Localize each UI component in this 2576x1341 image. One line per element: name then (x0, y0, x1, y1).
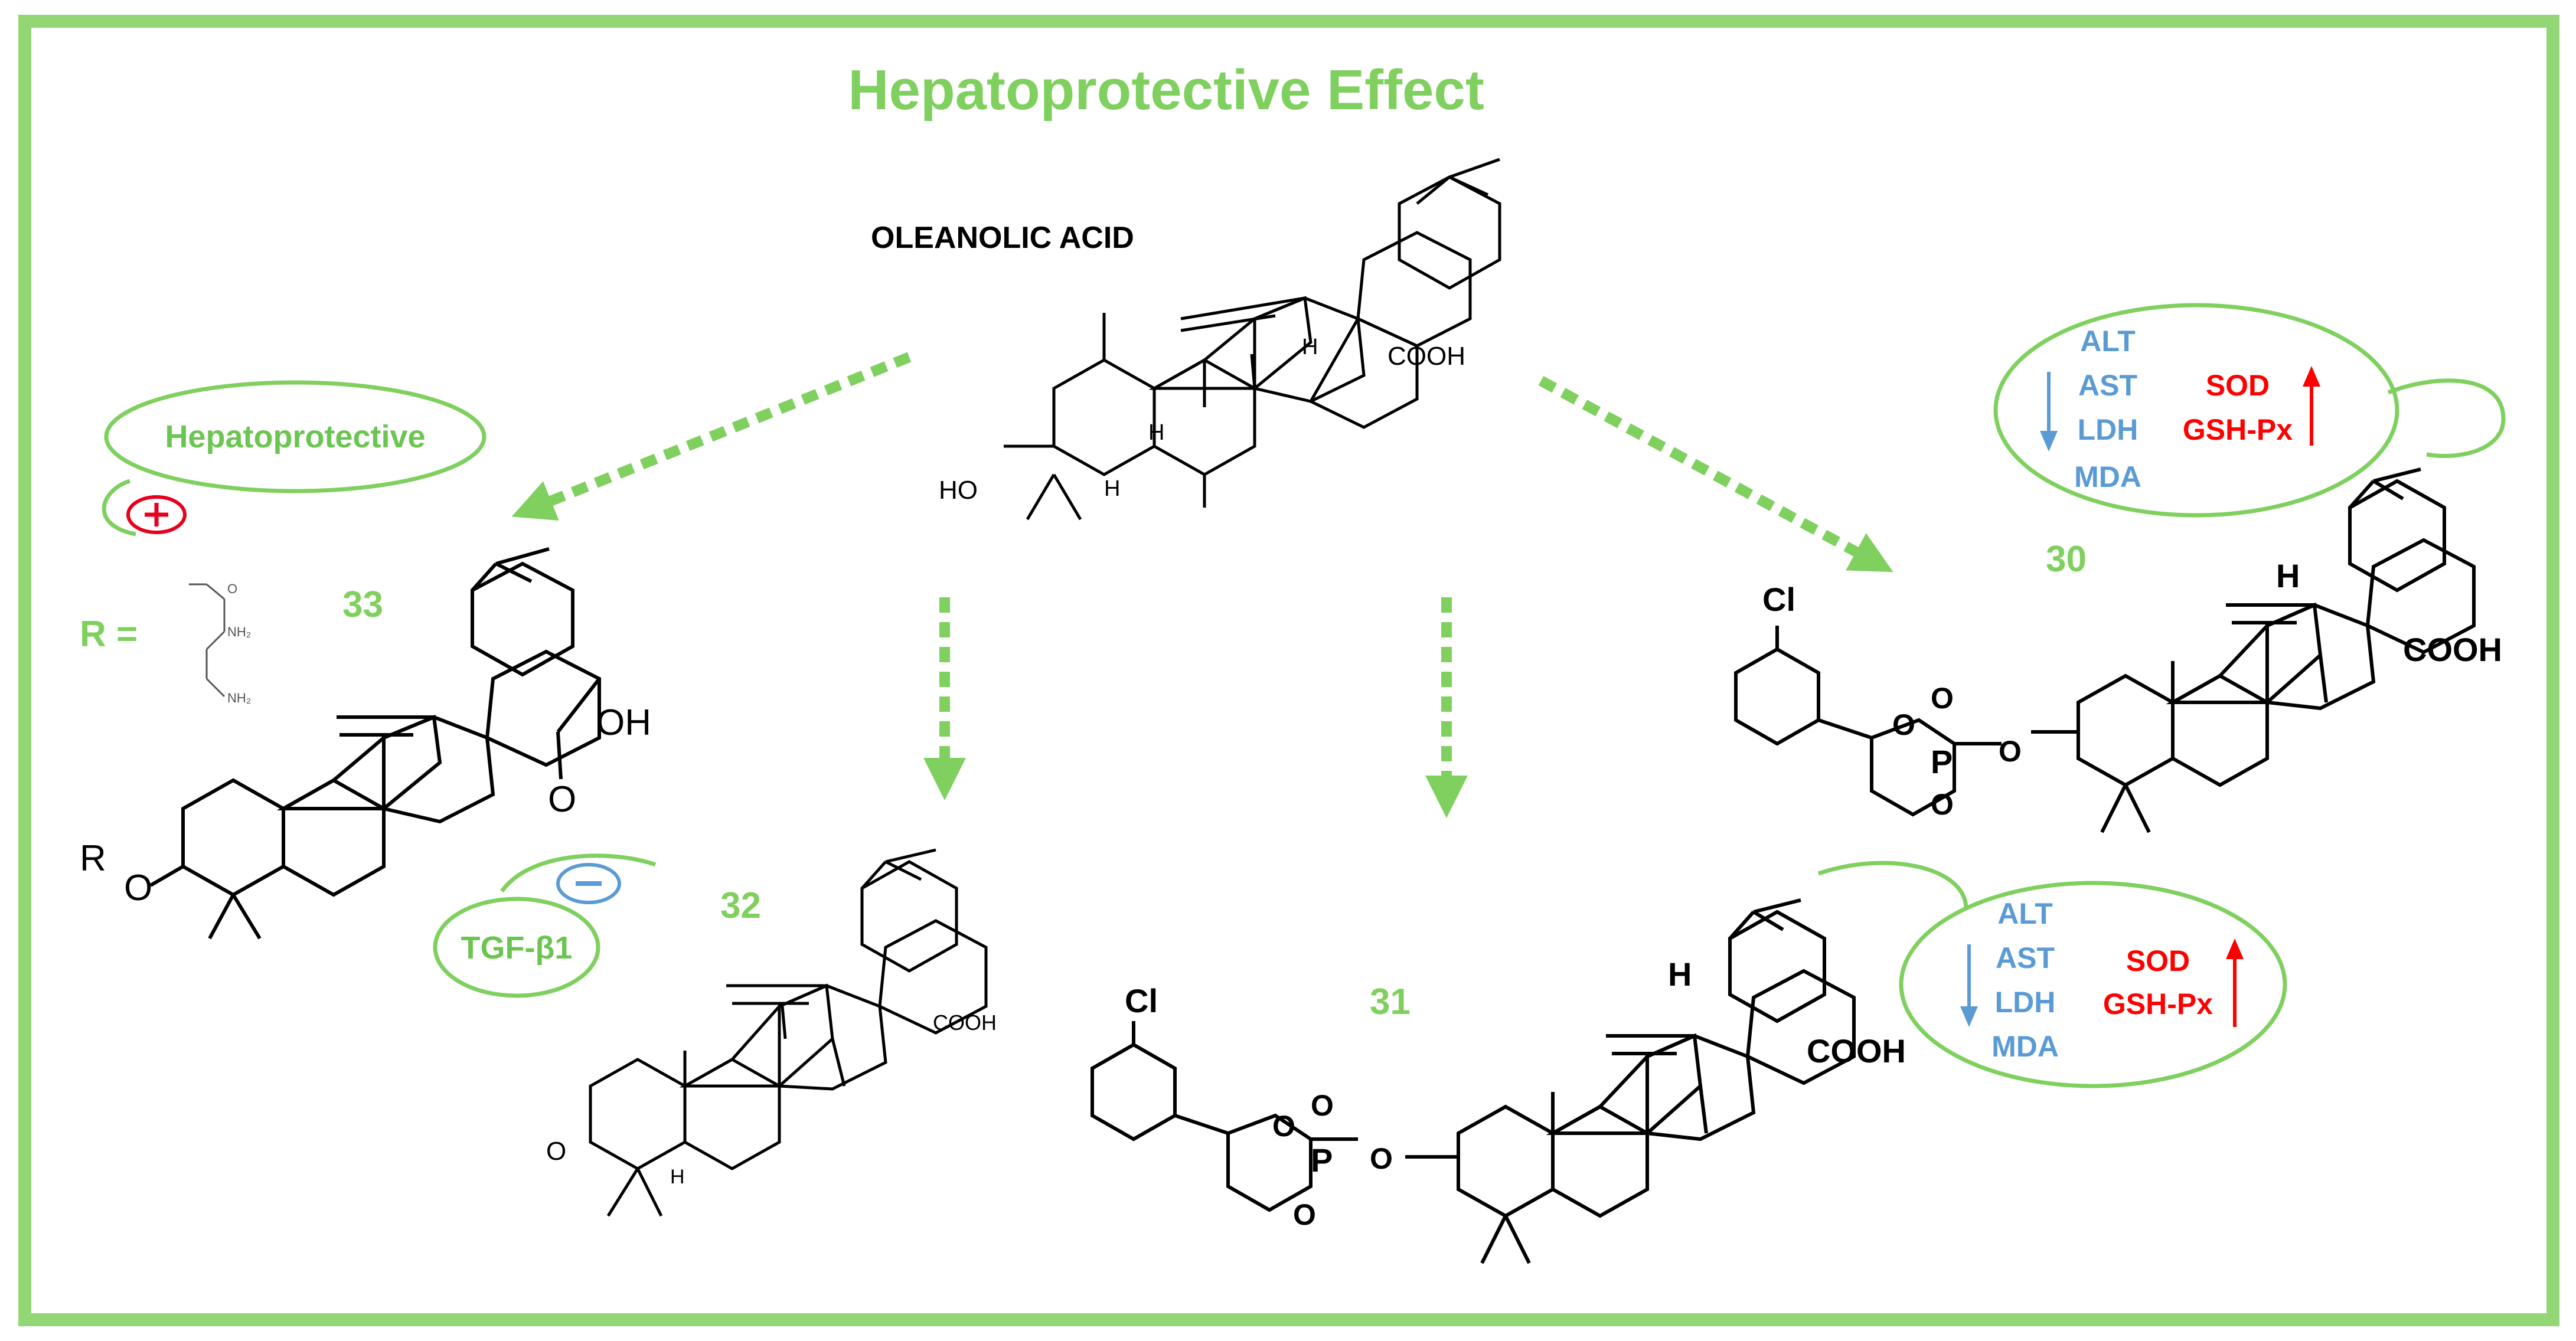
compound-31-h: H (1668, 956, 1692, 993)
compound-30-o-double: O (1931, 682, 1954, 715)
panel30-up-list: SOD GSH-Px (2183, 369, 2293, 446)
compound-30-cooh: COOH (2403, 631, 2502, 668)
compound-31-o-double: O (1311, 1089, 1334, 1122)
oleanolic-acid-structure (1004, 158, 1501, 521)
compound-33-r-equals: R = (80, 614, 138, 655)
compound-30-h: H (2276, 557, 2300, 594)
panel31-marker-ldh: LDH (1995, 986, 2056, 1019)
compound-31-structure (1091, 898, 1856, 1264)
compound-30-cl: Cl (1762, 581, 1795, 618)
compound-30-number: 30 (2046, 539, 2087, 580)
panel30-connector (2387, 378, 2506, 458)
compound-32-structure (589, 848, 988, 1217)
compound-30-o-ring1: O (1892, 708, 1915, 741)
panel31-bubble (1899, 881, 2287, 1088)
oleanolic-acid-cooh: COOH (1387, 342, 1465, 371)
oleanolic-acid-label: OLEANOLIC ACID (871, 221, 1134, 255)
hepatoprotective-bubble (104, 380, 487, 493)
hepatoprotective-connector (102, 479, 136, 537)
diagram-border (18, 15, 2559, 1326)
compound-33-nh2-a: NH₂ (227, 624, 251, 639)
panel31-marker-alt: ALT (1997, 897, 2052, 930)
panel30-marker-gshpx: GSH-Px (2183, 413, 2293, 446)
compound-33-side-chain-o: O (227, 581, 237, 596)
compound-31-number: 31 (1370, 982, 1411, 1022)
compound-33-o: O (124, 868, 152, 908)
compound-31-o-link: O (1370, 1142, 1393, 1175)
compound-31-o-ring2: O (1293, 1198, 1316, 1231)
compound-32-ketone-o: O (546, 1137, 566, 1166)
compound-33-carbonyl-o: O (548, 779, 576, 820)
compound-32-h: H (670, 1166, 685, 1188)
panel31-up-list: SOD GSH-Px (2103, 944, 2213, 1021)
down-arrow-icon (1960, 944, 1978, 1027)
arrow-to-30 (1538, 376, 1893, 573)
compound-33-number: 33 (342, 584, 383, 625)
panel31-marker-mda: MDA (1991, 1030, 2059, 1063)
panel31-marker-gshpx: GSH-Px (2103, 987, 2213, 1021)
oleanolic-acid-ho: HO (939, 476, 978, 505)
compound-31-cooh: COOH (1807, 1032, 1906, 1069)
compound-30-o-ring2: O (1931, 788, 1954, 821)
compound-31-cl: Cl (1125, 982, 1158, 1019)
up-arrow-icon (2226, 938, 2244, 1027)
up-arrow-icon (2303, 366, 2320, 446)
panel30-marker-sod: SOD (2206, 369, 2270, 402)
compound-33-oh: OH (596, 702, 651, 743)
panel30-bubble (1993, 303, 2399, 518)
panel31-marker-sod: SOD (2126, 944, 2190, 977)
compound-32-cooh: COOH (933, 1010, 997, 1035)
compound-33-nh2-b: NH₂ (227, 691, 251, 705)
oleanolic-acid-h3: H (1104, 476, 1120, 501)
minus-circle-icon (556, 863, 621, 904)
compound-33-side-chain (189, 583, 226, 698)
panel30-down-list: ALT AST LDH MDA (2074, 325, 2141, 493)
panel30-marker-ast: AST (2078, 369, 2137, 402)
page-title: Hepatoprotective Effect (848, 58, 1484, 122)
panel30-marker-ldh: LDH (2078, 413, 2138, 446)
arrow-to-33 (511, 352, 912, 521)
oleanolic-acid-h1: H (1302, 335, 1318, 359)
compound-33-structure (149, 547, 601, 940)
panel31-marker-ast: AST (1996, 941, 2055, 974)
transformation-arrows (511, 352, 1893, 818)
compound-33-r: R (80, 838, 106, 879)
panel31-connector (1817, 861, 1968, 910)
tgf-bubble (433, 897, 600, 998)
tgf-label: TGF-β1 (461, 930, 573, 966)
compound-30-p: P (1931, 743, 1953, 780)
plus-circle-icon (126, 495, 187, 534)
panel30-marker-mda: MDA (2074, 460, 2141, 493)
compound-31-o-ring1: O (1272, 1110, 1295, 1143)
compound-30-structure (1734, 467, 2476, 833)
panel31-down-list: ALT AST LDH MDA (1991, 897, 2059, 1063)
hepatoprotective-label: Hepatoprotective (165, 419, 425, 454)
compound-32-number: 32 (720, 885, 761, 926)
compound-30-o-link: O (1999, 735, 2022, 768)
oleanolic-acid-h2: H (1148, 420, 1164, 445)
down-arrow-icon (2040, 372, 2058, 452)
tgf-connector (500, 853, 657, 893)
panel30-marker-alt: ALT (2080, 325, 2135, 358)
compound-31-p: P (1311, 1142, 1333, 1179)
